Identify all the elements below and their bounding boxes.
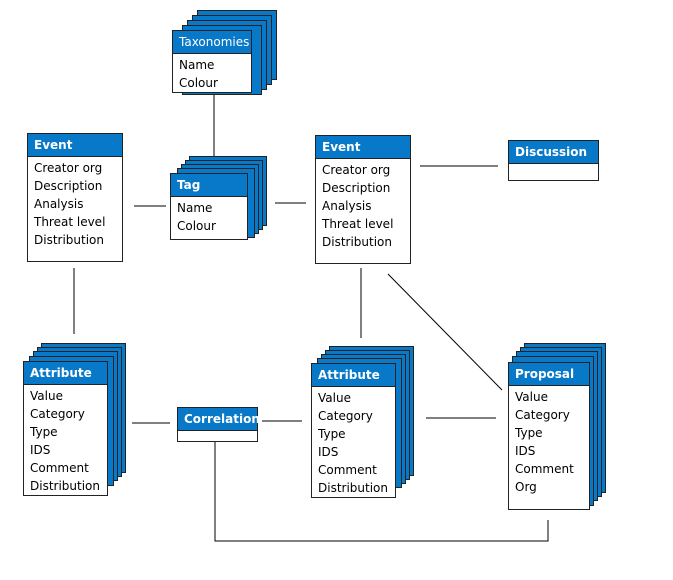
field-distribution: Distribution	[318, 481, 389, 495]
field-type: Type	[318, 427, 346, 441]
taxonomies-entity[interactable]: Taxonomies Name Colour	[172, 30, 252, 93]
event-center-header: Event	[316, 136, 410, 159]
field-comment: Comment	[515, 462, 574, 476]
attribute-center-entity[interactable]: Attribute Value Category Type IDS Commen…	[311, 363, 396, 498]
event-left-entity[interactable]: Event Creator org Description Analysis T…	[27, 133, 123, 262]
line-event-center-proposal	[387, 273, 503, 391]
tag-entity[interactable]: Tag Name Colour	[170, 173, 248, 240]
field-type: Type	[515, 426, 543, 440]
attribute-left-entity[interactable]: Attribute Value Category Type IDS Commen…	[23, 361, 108, 496]
field-category: Category	[318, 409, 373, 423]
correlation-header: Correlation	[178, 408, 260, 431]
attribute-center-header: Attribute	[312, 364, 395, 387]
field-creator-org: Creator org	[322, 163, 391, 177]
field-value: Value	[318, 391, 351, 405]
discussion-entity[interactable]: Discussion	[508, 140, 599, 181]
field-ids: IDS	[30, 443, 51, 457]
attribute-center-fields: Value Category Type IDS Comment Distribu…	[312, 387, 395, 499]
field-category: Category	[30, 407, 85, 421]
field-ids: IDS	[515, 444, 536, 458]
proposal-entity[interactable]: Proposal Value Category Type IDS Comment…	[508, 362, 590, 510]
proposal-fields: Value Category Type IDS Comment Org	[509, 386, 589, 498]
attribute-left-fields: Value Category Type IDS Comment Distribu…	[24, 385, 107, 497]
field-comment: Comment	[318, 463, 377, 477]
field-name: Name	[177, 201, 213, 215]
field-comment: Comment	[30, 461, 89, 475]
line-correlation-proposal	[214, 442, 549, 542]
field-ids: IDS	[318, 445, 339, 459]
field-distribution: Distribution	[30, 479, 101, 493]
field-colour: Colour	[177, 219, 216, 233]
field-name: Name	[179, 58, 215, 72]
field-distribution: Distribution	[322, 235, 393, 249]
field-category: Category	[515, 408, 570, 422]
field-value: Value	[515, 390, 548, 404]
event-left-fields: Creator org Description Analysis Threat …	[28, 157, 122, 251]
field-value: Value	[30, 389, 63, 403]
event-center-fields: Creator org Description Analysis Threat …	[316, 159, 410, 253]
proposal-header: Proposal	[509, 363, 589, 386]
field-org: Org	[515, 480, 537, 494]
correlation-entity[interactable]: Correlation	[177, 407, 260, 442]
tag-header: Tag	[171, 174, 247, 197]
field-distribution: Distribution	[34, 233, 105, 247]
taxonomies-fields: Name Colour	[173, 54, 251, 94]
field-threat-level: Threat level	[322, 217, 394, 231]
field-analysis: Analysis	[34, 197, 84, 211]
taxonomies-header: Taxonomies	[173, 31, 251, 54]
field-threat-level: Threat level	[34, 215, 106, 229]
field-colour: Colour	[179, 76, 218, 90]
attribute-left-header: Attribute	[24, 362, 107, 385]
event-center-entity[interactable]: Event Creator org Description Analysis T…	[315, 135, 411, 264]
field-creator-org: Creator org	[34, 161, 103, 175]
field-description: Description	[322, 181, 391, 195]
discussion-header: Discussion	[509, 141, 598, 164]
field-analysis: Analysis	[322, 199, 372, 213]
field-type: Type	[30, 425, 58, 439]
tag-fields: Name Colour	[171, 197, 247, 237]
event-left-header: Event	[28, 134, 122, 157]
field-description: Description	[34, 179, 103, 193]
